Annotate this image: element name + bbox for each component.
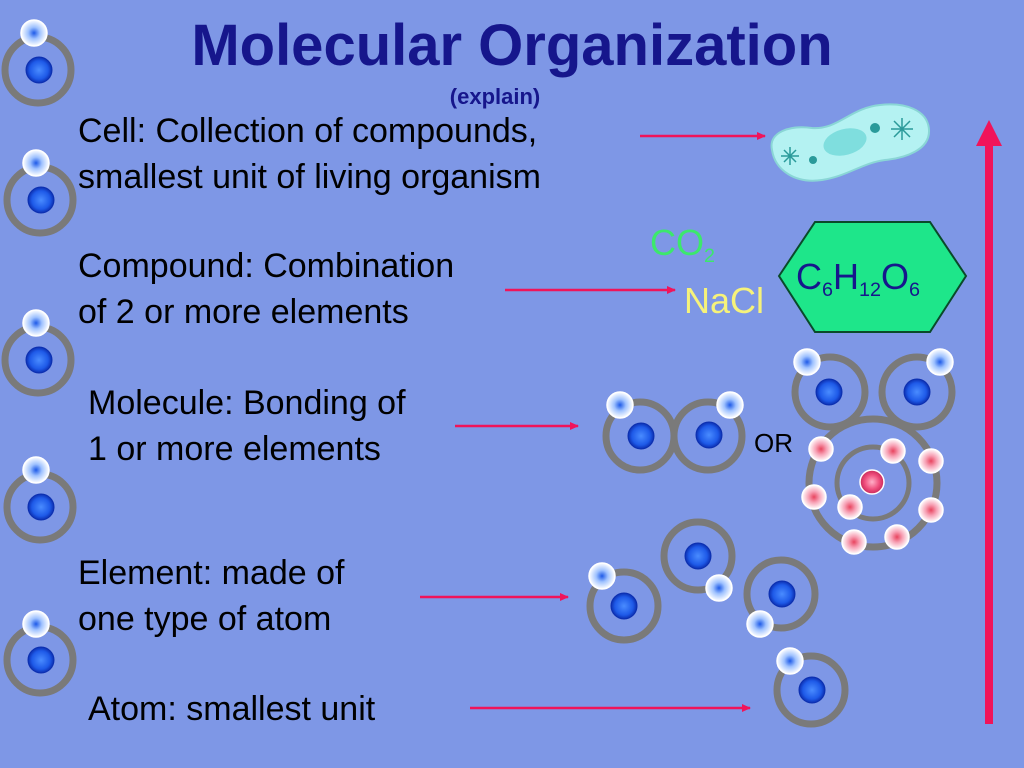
left-atom-2	[3, 149, 77, 237]
molecule-cluster	[791, 348, 956, 555]
page-title: Molecular Organization	[191, 13, 833, 78]
organization-arrow	[976, 120, 1002, 724]
level-cell-line1: Cell: Collection of compounds,	[78, 112, 538, 150]
level-compound-line2: of 2 or more elements	[78, 293, 409, 331]
element-atoms	[586, 518, 819, 644]
level-molecule: Molecule: Bonding of 1 or more elements	[88, 380, 406, 472]
level-atom-line1: Atom: smallest unit	[88, 690, 376, 728]
single-atom	[773, 647, 849, 728]
level-element: Element: made of one type of atom	[78, 550, 344, 642]
formula-co2: CO2	[650, 222, 716, 267]
glucose-hexagon	[777, 221, 968, 333]
cell-illustration	[770, 103, 931, 182]
level-compound: Compound: Combination of 2 or more eleme…	[78, 243, 454, 335]
or-label: OR	[754, 428, 793, 458]
level-molecule-line2: 1 or more elements	[88, 430, 381, 468]
level-molecule-line1: Molecule: Bonding of	[88, 384, 406, 422]
left-atom-5	[3, 610, 77, 697]
level-cell-line2: smallest unit of living organism	[78, 158, 541, 196]
left-atom-1	[1, 19, 75, 107]
level-element-line1: Element: made of	[78, 554, 345, 592]
formula-glucose: C6H12O6	[796, 256, 921, 301]
left-atom-3	[1, 309, 75, 397]
level-atom: Atom: smallest unit	[88, 686, 375, 732]
formula-nacl: NaCl	[684, 280, 765, 321]
left-atom-4	[3, 456, 77, 544]
molecule-two-atoms	[602, 391, 746, 474]
level-compound-line1: Compound: Combination	[78, 247, 455, 285]
level-cell: Cell: Collection of compounds, smallest …	[78, 108, 541, 200]
level-element-line2: one type of atom	[78, 600, 332, 638]
page-subtitle: (explain)	[449, 84, 541, 109]
